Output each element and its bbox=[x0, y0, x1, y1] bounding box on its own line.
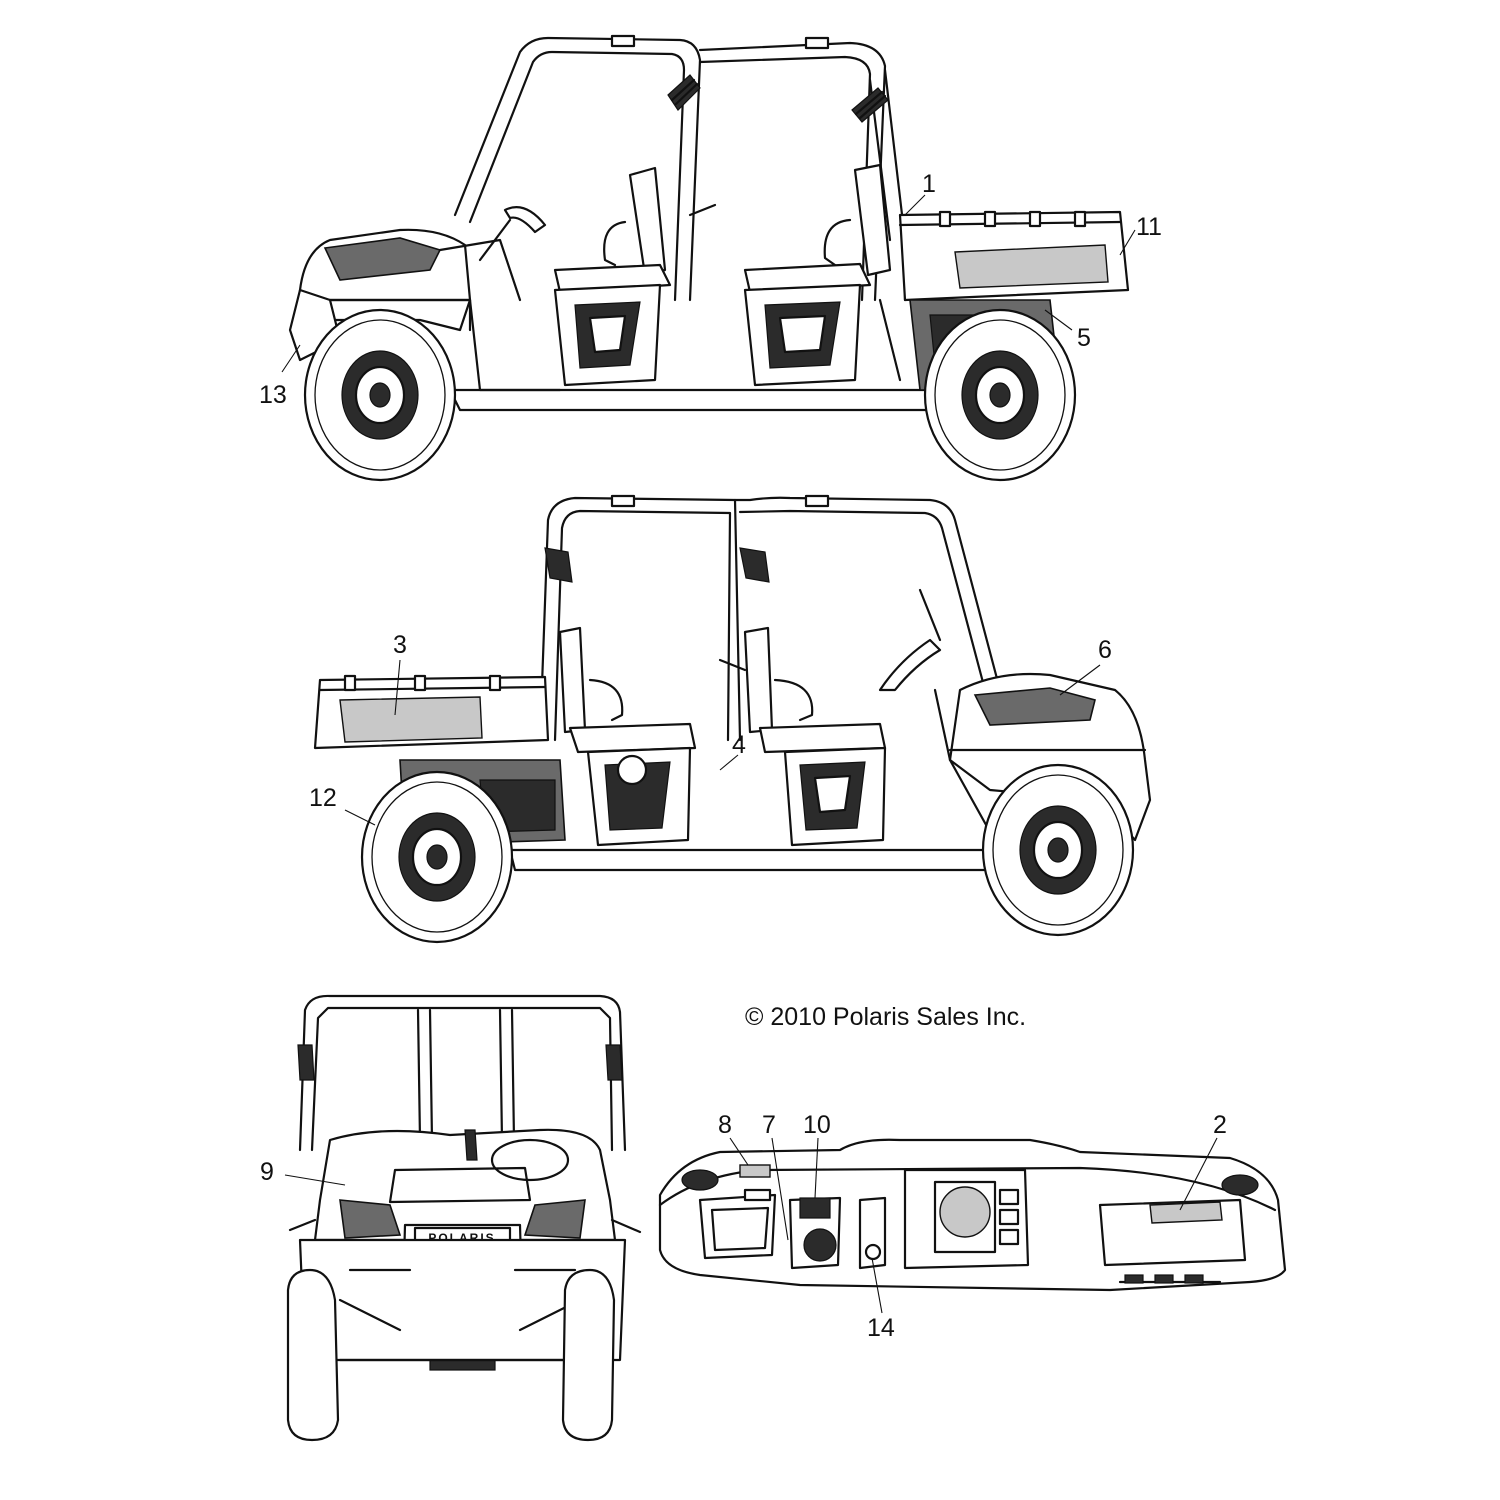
callout-8: 8 bbox=[718, 1111, 732, 1139]
callout-6: 6 bbox=[1098, 636, 1112, 664]
callout-11: 11 bbox=[1136, 213, 1162, 241]
cargo-bed bbox=[898, 210, 1130, 302]
roll-cage-right bbox=[538, 494, 1002, 742]
roll-cage-front bbox=[297, 994, 627, 1152]
dashboard-view bbox=[658, 1137, 1287, 1314]
callout-14: 14 bbox=[867, 1314, 895, 1342]
door-panels-right bbox=[586, 746, 887, 847]
copyright-text: © 2010 Polaris Sales Inc. bbox=[745, 1003, 1026, 1031]
seats bbox=[553, 163, 892, 294]
rear-wheel-right bbox=[360, 770, 514, 944]
front-wheel-left bbox=[303, 308, 457, 482]
callout-5: 5 bbox=[1077, 324, 1091, 352]
cargo-bed-right bbox=[313, 674, 550, 750]
callout-10: 10 bbox=[803, 1111, 831, 1139]
door-panels bbox=[553, 283, 862, 387]
rear-wheel-left bbox=[923, 308, 1077, 482]
callout-labels: 1 2 3 4 5 6 7 8 9 10 11 12 13 14 bbox=[259, 170, 1227, 1342]
roll-cage bbox=[453, 34, 907, 302]
callout-1: 1 bbox=[922, 170, 936, 198]
side-view-left bbox=[281, 34, 1136, 482]
front-wheel-right bbox=[981, 763, 1135, 937]
callout-2: 2 bbox=[1213, 1111, 1227, 1139]
callout-9: 9 bbox=[260, 1158, 274, 1186]
callout-7: 7 bbox=[762, 1111, 776, 1139]
seats-right bbox=[558, 626, 887, 754]
callout-4: 4 bbox=[732, 731, 746, 759]
callout-12: 12 bbox=[309, 784, 337, 812]
callout-3: 3 bbox=[393, 631, 407, 659]
callout-13: 13 bbox=[259, 381, 287, 409]
front-tires bbox=[286, 1268, 616, 1442]
front-hood bbox=[288, 1128, 642, 1242]
front-view: POLARIS bbox=[284, 994, 642, 1442]
side-view-right bbox=[313, 494, 1152, 944]
